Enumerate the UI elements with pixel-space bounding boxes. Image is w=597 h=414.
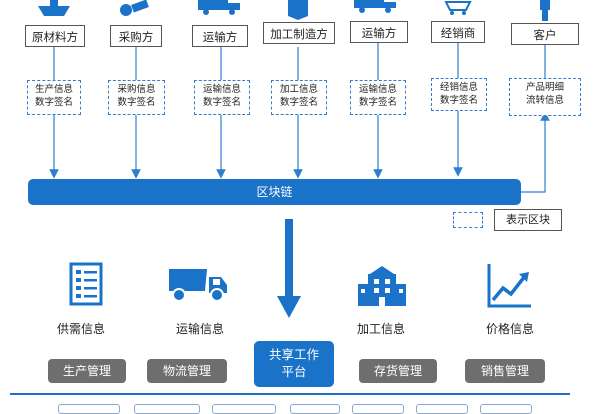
cropped-box xyxy=(212,404,276,414)
info-line: 经销信息 xyxy=(439,82,478,93)
shared-work-platform: 共享工作 平台 xyxy=(254,341,334,387)
checklist-icon xyxy=(69,262,103,306)
management-sales: 销售管理 xyxy=(465,359,545,383)
info-line: 数字签名 xyxy=(358,97,397,108)
management-production: 生产管理 xyxy=(48,359,126,383)
building-icon xyxy=(358,266,406,306)
big-arrow-head xyxy=(277,296,301,318)
shopping-cart-icon xyxy=(444,1,472,15)
category-supply-demand: 供需信息 xyxy=(56,322,105,336)
party-purchaser: 采购方 xyxy=(110,25,162,47)
dump-truck-icon xyxy=(169,269,227,302)
category-processing: 加工信息 xyxy=(356,322,405,336)
info-box-processing: 加工信息 数字签名 xyxy=(271,80,327,115)
truck-icon xyxy=(354,0,396,13)
party-distributor: 经销商 xyxy=(431,21,485,43)
info-line: 采购信息 xyxy=(117,84,156,95)
legend-dashed-box xyxy=(453,212,483,228)
info-line: 加工信息 xyxy=(279,84,318,95)
platform-line: 共享工作 xyxy=(268,347,319,362)
cropped-box xyxy=(416,404,468,414)
info-line: 运输信息 xyxy=(202,84,241,95)
info-box-transport: 运输信息 数字签名 xyxy=(194,80,250,115)
info-box-purchase: 采购信息 数字签名 xyxy=(108,80,165,115)
info-line: 产品明细 xyxy=(525,82,564,93)
ship-icon xyxy=(38,0,70,16)
party-transporter: 运输方 xyxy=(192,25,248,47)
party-manufacturer: 加工制造方 xyxy=(263,22,335,44)
info-line: 数字签名 xyxy=(202,97,241,108)
party-transporter-2: 运输方 xyxy=(350,21,408,43)
recycle-cart-icon xyxy=(120,0,149,16)
person-icon xyxy=(540,0,550,21)
management-logistics: 物流管理 xyxy=(147,359,227,383)
info-line: 数字签名 xyxy=(279,97,318,108)
party-customer: 客户 xyxy=(511,23,579,45)
info-line: 数字签名 xyxy=(117,97,156,108)
info-box-production: 生产信息 数字签名 xyxy=(27,80,81,115)
blockchain-bar: 区块链 xyxy=(28,179,521,205)
line-chart-icon xyxy=(487,264,531,308)
truck-icon xyxy=(198,0,240,15)
info-box-transport-2: 运输信息 数字签名 xyxy=(350,80,406,115)
info-line: 生产信息 xyxy=(34,84,73,95)
info-line: 数字签名 xyxy=(439,95,478,106)
info-box-product-flow: 产品明细 流转信息 xyxy=(509,78,581,116)
management-inventory: 存货管理 xyxy=(359,359,437,383)
info-line: 数字签名 xyxy=(34,97,73,108)
platform-line: 平台 xyxy=(281,364,307,379)
info-line: 运输信息 xyxy=(358,84,397,95)
big-arrow-shaft xyxy=(285,219,293,297)
cropped-box xyxy=(480,404,532,414)
info-box-distribution: 经销信息 数字签名 xyxy=(431,78,487,111)
category-transport: 运输信息 xyxy=(175,322,224,336)
category-price: 价格信息 xyxy=(485,322,534,336)
cropped-box xyxy=(134,404,200,414)
cropped-box xyxy=(352,404,404,414)
legend-label: 表示区块 xyxy=(494,209,562,231)
cropped-box xyxy=(58,404,120,414)
info-line: 流转信息 xyxy=(525,95,564,106)
party-raw-material: 原材料方 xyxy=(25,25,85,47)
cropped-box xyxy=(290,404,340,414)
factory-box-icon xyxy=(288,0,308,20)
bottom-divider xyxy=(10,393,570,395)
